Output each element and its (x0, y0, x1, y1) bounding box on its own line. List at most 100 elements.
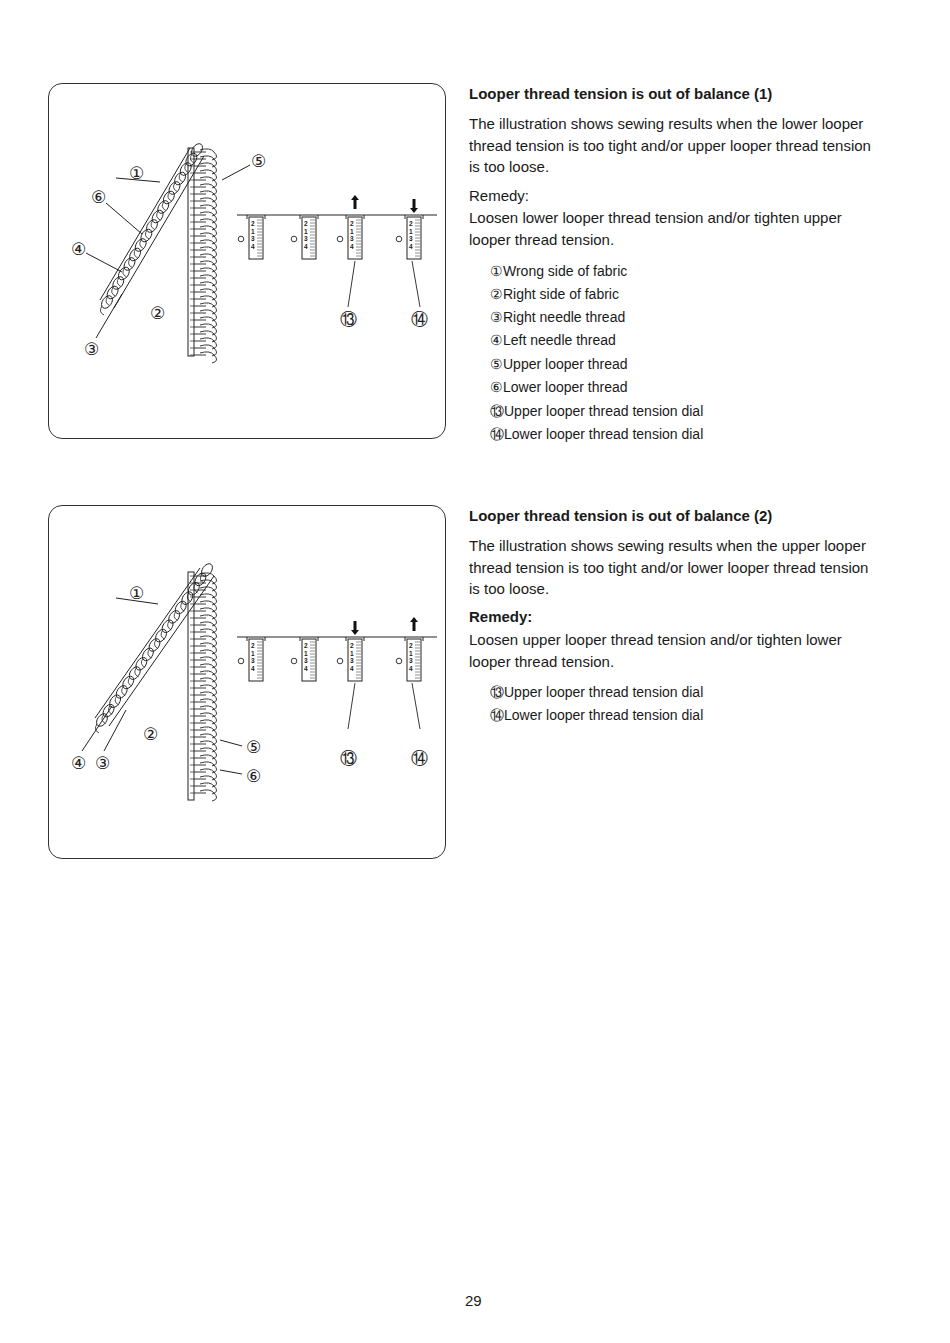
direction-arrow (354, 199, 357, 209)
drawing-stroke (356, 247, 361, 248)
drawing-stroke (356, 678, 361, 679)
drawing-stroke (415, 238, 420, 239)
drawing-stroke (310, 256, 315, 257)
drawing-stroke (310, 250, 315, 251)
drawing-stroke (356, 235, 361, 236)
drawing-stroke (310, 675, 315, 676)
drawing-stroke (356, 657, 361, 658)
callout-number: ⑬ (340, 749, 357, 767)
drawing-stroke (199, 562, 214, 579)
drawing-stroke (415, 666, 420, 667)
drawing-stroke (190, 154, 194, 163)
drawing-stroke (154, 640, 158, 649)
drawing-stroke (190, 716, 194, 717)
drawing-stroke (190, 236, 194, 237)
drawing-stroke (160, 618, 175, 635)
drawing-stroke (190, 201, 194, 202)
drawing-stroke (117, 278, 121, 287)
drawing-stroke (153, 627, 168, 644)
drawing-stroke (190, 306, 194, 307)
callout-number: ⑭ (411, 310, 428, 328)
leader-line (412, 683, 420, 729)
tension-dial (348, 639, 362, 681)
drawing-stroke (310, 238, 315, 239)
drawing-stroke (257, 250, 262, 251)
drawing-stroke (415, 229, 420, 230)
drawing-stroke (128, 677, 132, 686)
callout-number: ⑤ (246, 738, 261, 756)
illustration-frame: ①②④③⑤⑥⑬⑭ (48, 505, 446, 859)
leader-line (220, 770, 242, 774)
drawing-stroke (114, 684, 129, 701)
leader-line (318, 637, 319, 641)
drawing-stroke (186, 580, 201, 597)
drawing-stroke (257, 241, 262, 242)
drawing-stroke (190, 180, 194, 181)
drawing-stroke (106, 297, 110, 306)
drawing-stroke (190, 793, 194, 794)
body-text: Loosen lower looper thread tension and/o… (469, 207, 879, 250)
callout-number: ① (129, 164, 144, 182)
drawing-stroke (190, 709, 194, 710)
drawing-stroke (415, 675, 420, 676)
drawing-stroke (190, 257, 194, 258)
drawing-stroke (95, 568, 200, 718)
remedy-label: Remedy: (469, 607, 879, 627)
drawing-stroke (257, 232, 262, 233)
drawing-stroke (257, 223, 262, 224)
drawing-stroke (257, 663, 262, 664)
drawing-stroke (257, 672, 262, 673)
drawing-stroke (310, 226, 315, 227)
drawing-stroke (356, 220, 361, 221)
dial-mark (291, 658, 297, 664)
drawing-stroke (310, 241, 315, 242)
leader-line (237, 637, 437, 638)
remedy-label: Remedy: (469, 185, 879, 207)
dial-scale: 2 1 3 4 (251, 220, 255, 250)
dial-scale: 2 1 3 4 (304, 220, 308, 250)
drawing-stroke (194, 583, 198, 592)
dial-scale: 2 1 3 4 (350, 220, 354, 250)
drawing-stroke (310, 642, 315, 643)
leader-line (348, 683, 355, 729)
legend-item: ⑭Lower looper thread tension dial (490, 424, 790, 444)
drawing-stroke (147, 637, 162, 654)
drawing-stroke (190, 758, 194, 759)
drawing-stroke (257, 648, 262, 649)
drawing-stroke (190, 625, 194, 626)
body-text: The illustration shows sewing results wh… (469, 113, 879, 178)
page-number: 29 (465, 1290, 505, 1312)
leader-line (265, 637, 266, 641)
drawing-stroke (356, 226, 361, 227)
drawing-stroke (310, 654, 315, 655)
drawing-stroke (190, 646, 194, 647)
drawing-stroke (356, 229, 361, 230)
drawing-stroke (122, 687, 126, 696)
drawing-stroke (310, 678, 315, 679)
drawing-stroke (310, 235, 315, 236)
drawing-stroke (185, 164, 189, 173)
leader-line (300, 637, 301, 641)
drawing-stroke (310, 672, 315, 673)
drawing-stroke (415, 663, 420, 664)
drawing-stroke (257, 220, 262, 221)
drawing-stroke (415, 669, 420, 670)
drawing-stroke (310, 666, 315, 667)
drawing-stroke (257, 666, 262, 667)
drawing-stroke (190, 194, 194, 195)
tension-dial (407, 639, 421, 681)
drawing-stroke (181, 602, 185, 611)
callout-number: ① (129, 584, 144, 602)
leader-line (247, 637, 248, 641)
drawing-stroke (356, 253, 361, 254)
drawing-stroke (190, 313, 194, 314)
body-text: The illustration shows sewing results wh… (469, 535, 879, 600)
leader-line (423, 637, 424, 641)
direction-arrow (410, 208, 418, 213)
drawing-stroke (162, 202, 166, 211)
drawing-stroke (187, 593, 191, 602)
drawing-stroke (257, 678, 262, 679)
dial-scale: 2 1 3 4 (409, 642, 413, 672)
drawing-stroke (190, 341, 194, 342)
